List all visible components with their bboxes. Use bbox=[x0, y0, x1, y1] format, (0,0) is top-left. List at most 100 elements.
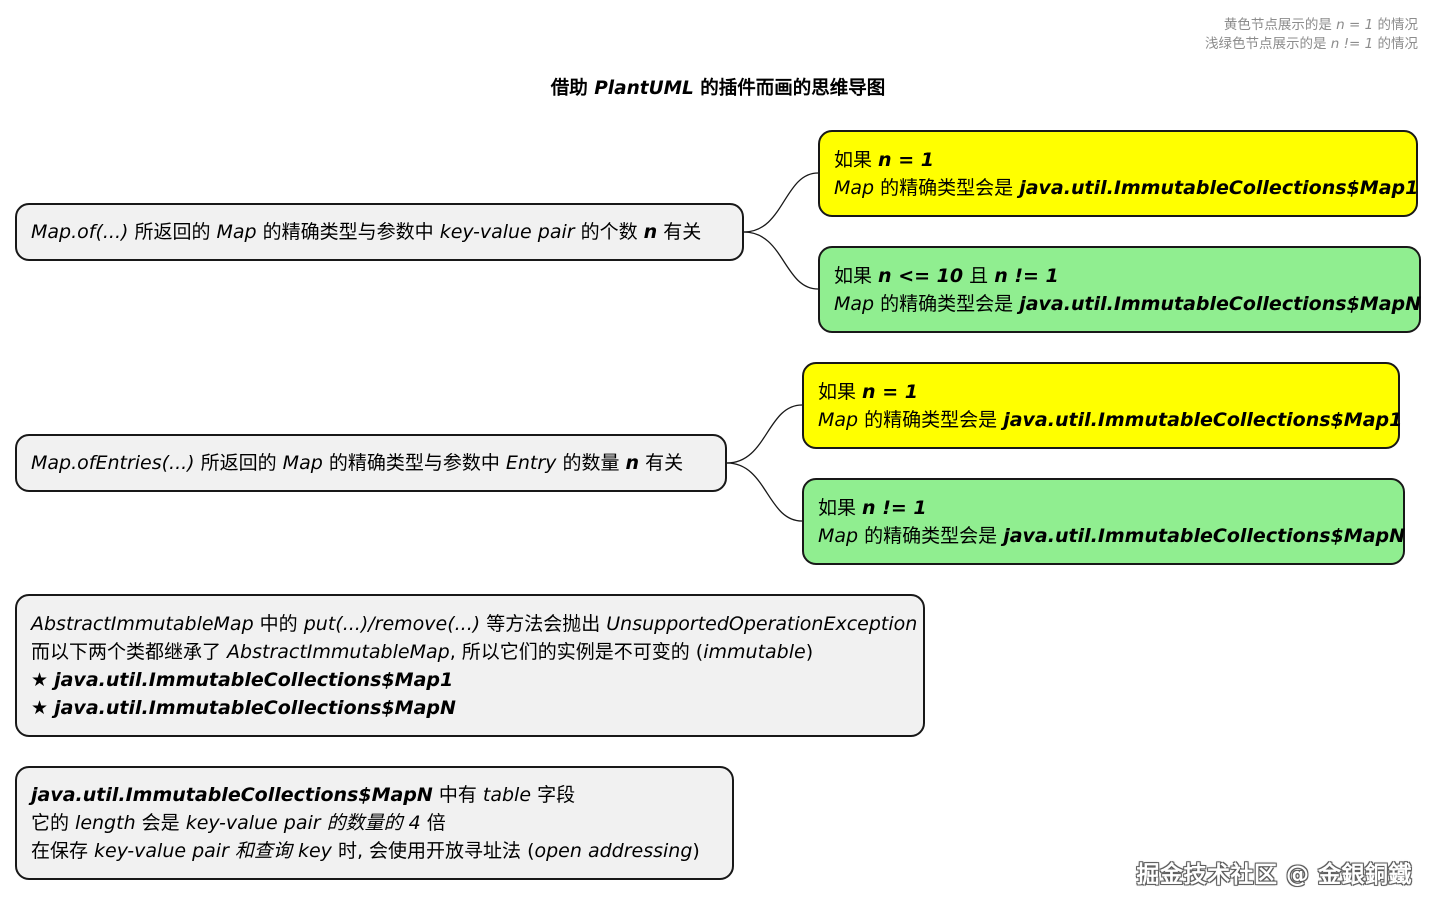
tree1-no-node: 如果 n <= 10 且 n != 1 Map 的精确类型会是 java.uti… bbox=[818, 246, 1421, 333]
note1-line3: ★ java.util.ImmutableCollections$Map1 bbox=[31, 666, 909, 694]
tree1-yes-line2: Map 的精确类型会是 java.util.ImmutableCollectio… bbox=[834, 174, 1418, 202]
title-prefix: 借助 bbox=[550, 78, 595, 99]
note1-l1-t2: 等方法会抛出 bbox=[480, 612, 607, 635]
tree1-no-line1: 如果 n <= 10 且 n != 1 bbox=[834, 262, 1405, 290]
tree2-no-node: 如果 n != 1 Map 的精确类型会是 java.util.Immutabl… bbox=[802, 478, 1405, 565]
note1-line4: ★ java.util.ImmutableCollections$MapN bbox=[31, 694, 909, 722]
note2-l3-t1: 在保存 bbox=[31, 840, 95, 862]
tree1-root-text: Map.of(...) 所返回的 Map 的精确类型与参数中 key-value… bbox=[31, 218, 728, 246]
note1-line1: AbstractImmutableMap 中的 put(...)/remove(… bbox=[31, 610, 917, 638]
tree2-yes-line2: Map 的精确类型会是 java.util.ImmutableCollectio… bbox=[818, 406, 1402, 434]
tree1-root-map: Map bbox=[216, 221, 257, 243]
tree1-no-line2: Map 的精确类型会是 java.util.ImmutableCollectio… bbox=[834, 290, 1421, 318]
tree1-root-t2: 的精确类型与参数中 bbox=[256, 221, 440, 243]
tree1-no-and: 且 bbox=[963, 264, 995, 287]
tree1-yes-line1: 如果 n = 1 bbox=[834, 146, 1402, 174]
diagram-title: 借助 PlantUML 的插件而画的思维导图 bbox=[0, 74, 1436, 100]
tree1-yes-node: 如果 n = 1 Map 的精确类型会是 java.util.Immutable… bbox=[818, 130, 1418, 217]
note2-l2-length: length bbox=[75, 812, 136, 834]
tree2-root-text: Map.ofEntries(...) 所返回的 Map 的精确类型与参数中 En… bbox=[31, 449, 711, 477]
note2-l2-t1: 它的 bbox=[31, 812, 76, 834]
note2-l3-t3: ) bbox=[692, 840, 700, 862]
tree1-yes-class: java.util.ImmutableCollections$Map1 bbox=[1019, 176, 1419, 199]
tree2-root-map: Map bbox=[282, 452, 323, 474]
tree2-no-if: 如果 bbox=[818, 496, 863, 519]
note1-mapn-class: java.util.ImmutableCollections$MapN bbox=[54, 696, 456, 719]
legend-yellow-suffix: 的情况 bbox=[1373, 17, 1418, 33]
note2-l1-table: table bbox=[482, 784, 532, 806]
tree1-root-method: Map.of(...) bbox=[31, 221, 129, 243]
tree2-root-node: Map.ofEntries(...) 所返回的 Map 的精确类型与参数中 En… bbox=[15, 434, 727, 492]
tree2-root-t1: 所返回的 bbox=[194, 452, 283, 474]
note-immutable-node: AbstractImmutableMap 中的 put(...)/remove(… bbox=[15, 594, 925, 737]
tree1-no-cond-a: n <= 10 bbox=[878, 264, 964, 287]
tree1-yes-if: 如果 bbox=[834, 148, 879, 171]
note2-l1-class: java.util.ImmutableCollections$MapN bbox=[31, 784, 433, 806]
tree2-no-map: Map bbox=[818, 524, 859, 547]
note1-l1-class: AbstractImmutableMap bbox=[31, 612, 254, 635]
tree2-yes-class: java.util.ImmutableCollections$Map1 bbox=[1003, 408, 1403, 431]
tree1-root-n: n bbox=[643, 221, 658, 243]
legend-green: 浅绿色节点展示的是 n != 1 的情况 bbox=[1205, 35, 1418, 54]
note1-l1-methods: put(...)/remove(...) bbox=[303, 612, 481, 635]
note1-l1-exception: UnsupportedOperationException bbox=[606, 612, 918, 635]
tree2-yes-node: 如果 n = 1 Map 的精确类型会是 java.util.Immutable… bbox=[802, 362, 1402, 449]
note2-l3-kv: key-value pair 和查询 key bbox=[94, 840, 332, 862]
note1-l2-t2: , 所以它们的实例是不可变的 ( bbox=[449, 640, 704, 663]
note-table-node: java.util.ImmutableCollections$MapN 中有 t… bbox=[15, 766, 734, 880]
note2-l2-t3: 倍 bbox=[420, 812, 446, 834]
note1-line2: 而以下两个类都继承了 AbstractImmutableMap, 所以它们的实例… bbox=[31, 638, 909, 666]
edge-tree1-no bbox=[743, 231, 819, 290]
legend-green-cond: n != 1 bbox=[1330, 36, 1374, 52]
tree2-no-cond: n != 1 bbox=[862, 496, 927, 519]
tree2-yes-if: 如果 bbox=[818, 380, 863, 403]
tree1-no-mid: 的精确类型会是 bbox=[874, 292, 1020, 315]
tree2-no-mid: 的精确类型会是 bbox=[858, 524, 1004, 547]
title-tool: PlantUML bbox=[594, 78, 694, 99]
tree1-no-class: java.util.ImmutableCollections$MapN bbox=[1019, 292, 1422, 315]
tree1-root-t4: 有关 bbox=[657, 221, 702, 243]
note2-l2-t2: 会是 bbox=[135, 812, 186, 834]
legend-green-text: 浅绿色节点展示的是 bbox=[1204, 36, 1331, 52]
tree1-no-map: Map bbox=[834, 292, 875, 315]
tree2-yes-mid: 的精确类型会是 bbox=[858, 408, 1004, 431]
tree2-root-method: Map.ofEntries(...) bbox=[31, 452, 195, 474]
watermark: 掘金技术社区 @ 金銀銅鐵 bbox=[1136, 862, 1412, 888]
tree2-root-t2: 的精确类型与参数中 bbox=[322, 452, 506, 474]
edge-tree2-yes bbox=[726, 404, 803, 464]
note2-l1-t2: 字段 bbox=[531, 784, 576, 806]
star-icon: ★ bbox=[31, 668, 49, 691]
legend-green-suffix: 的情况 bbox=[1373, 36, 1418, 52]
tree2-no-line1: 如果 n != 1 bbox=[818, 494, 1389, 522]
note1-l2-t3: ) bbox=[805, 640, 814, 663]
note2-line2: 它的 length 会是 key-value pair 的数量的 4 倍 bbox=[31, 809, 718, 837]
tree1-yes-map: Map bbox=[834, 176, 875, 199]
tree2-root-t3: 的数量 bbox=[556, 452, 626, 474]
tree1-no-if: 如果 bbox=[834, 264, 879, 287]
edge-tree1-yes bbox=[743, 172, 819, 233]
tree1-yes-mid: 的精确类型会是 bbox=[874, 176, 1020, 199]
note1-l1-t1: 中的 bbox=[253, 612, 304, 635]
tree1-root-node: Map.of(...) 所返回的 Map 的精确类型与参数中 key-value… bbox=[15, 203, 744, 261]
star-icon: ★ bbox=[31, 696, 49, 719]
note1-l2-class: AbstractImmutableMap bbox=[227, 640, 450, 663]
legend-yellow-cond: n = 1 bbox=[1336, 17, 1374, 33]
note1-l2-immutable: immutable bbox=[703, 640, 806, 663]
tree1-yes-cond: n = 1 bbox=[878, 148, 934, 171]
tree1-root-kv: key-value pair bbox=[439, 221, 575, 243]
title-suffix: 的插件而画的思维导图 bbox=[693, 78, 886, 99]
edge-tree2-no bbox=[726, 462, 803, 522]
tree2-yes-line1: 如果 n = 1 bbox=[818, 378, 1384, 406]
note1-l2-t1: 而以下两个类都继承了 bbox=[31, 640, 228, 663]
tree2-yes-map: Map bbox=[818, 408, 859, 431]
tree2-yes-cond: n = 1 bbox=[862, 380, 918, 403]
note2-line1: java.util.ImmutableCollections$MapN 中有 t… bbox=[31, 781, 718, 809]
note2-l2-count: key-value pair 的数量的 4 bbox=[185, 812, 421, 834]
tree2-root-n: n bbox=[625, 452, 640, 474]
tree2-no-class: java.util.ImmutableCollections$MapN bbox=[1003, 524, 1406, 547]
legend-yellow-text: 黄色节点展示的是 bbox=[1223, 17, 1337, 33]
note2-line3: 在保存 key-value pair 和查询 key 时, 会使用开放寻址法 (… bbox=[31, 837, 718, 865]
tree1-root-t3: 的个数 bbox=[574, 221, 644, 243]
